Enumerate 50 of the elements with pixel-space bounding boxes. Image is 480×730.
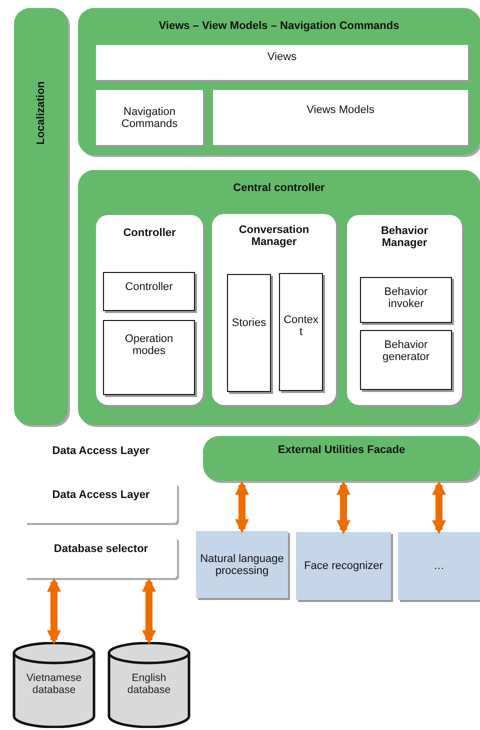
heading: Data Access Layer bbox=[51, 488, 151, 501]
label: Face recognizer bbox=[304, 560, 383, 572]
component-box bbox=[96, 90, 203, 145]
label: English database bbox=[126, 672, 172, 696]
double-arrow bbox=[47, 578, 61, 644]
facade-bar bbox=[203, 436, 480, 481]
double-arrow bbox=[336, 480, 350, 534]
component-box bbox=[360, 330, 452, 390]
label: Context bbox=[282, 313, 320, 338]
component-box bbox=[360, 277, 452, 323]
label: Vietnamese database bbox=[25, 672, 83, 696]
service-box bbox=[296, 532, 391, 600]
label: Behavior generator bbox=[381, 338, 431, 363]
label: Views bbox=[266, 50, 298, 63]
label: Stories bbox=[230, 316, 268, 329]
heading: Behavior Manager bbox=[380, 224, 430, 249]
double-arrow bbox=[235, 480, 249, 534]
service-box bbox=[398, 532, 480, 600]
component-box bbox=[213, 90, 468, 145]
heading: Views – View Models – Navigation Commands bbox=[158, 19, 400, 32]
database-cylinder bbox=[107, 642, 191, 728]
database-cylinder bbox=[12, 642, 96, 728]
layer-band bbox=[14, 8, 68, 425]
service-box bbox=[196, 531, 288, 598]
heading: Database selector bbox=[52, 542, 150, 555]
component-box bbox=[96, 45, 468, 80]
module-card bbox=[212, 214, 336, 405]
label: Behavior invoker bbox=[383, 285, 429, 310]
module-card bbox=[96, 215, 203, 405]
label: … bbox=[434, 560, 444, 572]
label: Natural language processing bbox=[199, 552, 285, 576]
heading: External Utilities Facade bbox=[276, 443, 406, 456]
label: Navigation Commands bbox=[120, 106, 179, 130]
double-arrow bbox=[432, 480, 446, 534]
heading: Central controller bbox=[232, 181, 326, 194]
double-arrow bbox=[142, 578, 156, 644]
component-box bbox=[279, 273, 323, 391]
label: Operation modes bbox=[124, 332, 174, 357]
label: Controller bbox=[124, 280, 174, 293]
layer-panel bbox=[78, 170, 480, 425]
module-card bbox=[347, 215, 462, 405]
label: Localization bbox=[35, 81, 47, 145]
component-box bbox=[103, 272, 195, 311]
label: Views Models bbox=[306, 103, 376, 116]
layer-panel bbox=[78, 8, 480, 155]
component-box bbox=[103, 320, 195, 395]
component-box bbox=[227, 274, 271, 392]
heading: Conversation Manager bbox=[238, 223, 310, 248]
heading: Data Access Layer bbox=[51, 445, 151, 457]
heading: Controller bbox=[122, 226, 177, 239]
